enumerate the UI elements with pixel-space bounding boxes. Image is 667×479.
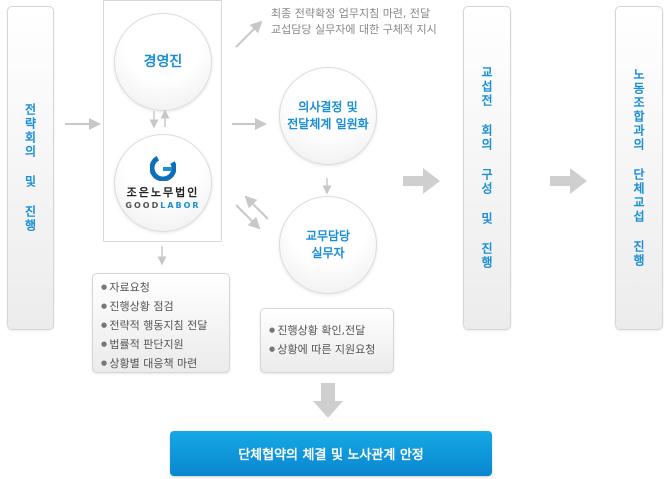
staff-tasks-box: 진행상황 확인,전달 상황에 따른 지원요청 xyxy=(260,308,394,373)
firm-tasks-box: 자료요청 진행상황 점검 전략적 행동지침 전달 법률적 판단지원 상황별 대응… xyxy=(92,273,230,373)
top-note-line: 교섭담당 실무자에 대한 구체적 지시 xyxy=(271,23,437,36)
arrow-diagonal-icon xyxy=(244,195,269,220)
strategy-meeting-bar: 전략회의 및 진행 xyxy=(7,6,54,330)
staff-line: 실무자 xyxy=(311,246,345,260)
collective-bargaining-bar: 노동조합과의 단체교섭 진행 xyxy=(615,6,663,330)
task-item: 진행상황 확인,전달 xyxy=(269,321,385,340)
pre-negotiation-label: 교섭전 회의 구성 및 진행 xyxy=(479,66,494,270)
decision-line: 전달체계 일원화 xyxy=(287,117,369,131)
logo-english: GOODLABOR xyxy=(125,201,201,210)
task-item: 법률적 판단지원 xyxy=(101,335,221,354)
executive-firm-frame xyxy=(103,0,222,242)
logo-korean: 조은노무법인 xyxy=(126,186,200,199)
collective-bargaining-label: 노동조합과의 단체교섭 진행 xyxy=(631,68,646,268)
executive-label: 경영진 xyxy=(143,53,183,70)
task-item: 자료요청 xyxy=(101,278,221,297)
task-item: 진행상황 점검 xyxy=(101,297,221,316)
task-item: 상황에 따른 지원요청 xyxy=(269,340,385,359)
logo-g-icon xyxy=(150,155,176,181)
strategy-meeting-label: 전략회의 및 진행 xyxy=(23,103,37,233)
task-item: 전략적 행동지침 전달 xyxy=(101,316,221,335)
staff-circle: 교무담당 실무자 xyxy=(279,196,377,294)
big-arrow-right-icon xyxy=(403,168,440,194)
arrow-diagonal-icon xyxy=(235,20,263,48)
top-note-line: 최종 전략확정 업무지침 마련, 전달 xyxy=(271,7,431,20)
top-note: 최종 전략확정 업무지침 마련, 전달 교섭담당 실무자에 대한 구체적 지시 xyxy=(271,6,437,38)
staff-line: 교무담당 xyxy=(305,229,351,243)
logo-circle: 조은노무법인 GOODLABOR xyxy=(114,134,212,232)
task-item: 상황별 대응책 마련 xyxy=(101,354,221,373)
arrow-diagonal-icon xyxy=(235,204,261,230)
result-banner: 단체협약의 체결 및 노사관계 안정 xyxy=(170,431,492,476)
decision-circle: 의사결정 및 전달체계 일원화 xyxy=(279,67,377,165)
big-arrow-down-icon xyxy=(313,383,343,418)
big-arrow-right-icon xyxy=(550,168,587,194)
decision-line: 의사결정 및 xyxy=(298,100,358,114)
pre-negotiation-bar: 교섭전 회의 구성 및 진행 xyxy=(463,6,511,330)
